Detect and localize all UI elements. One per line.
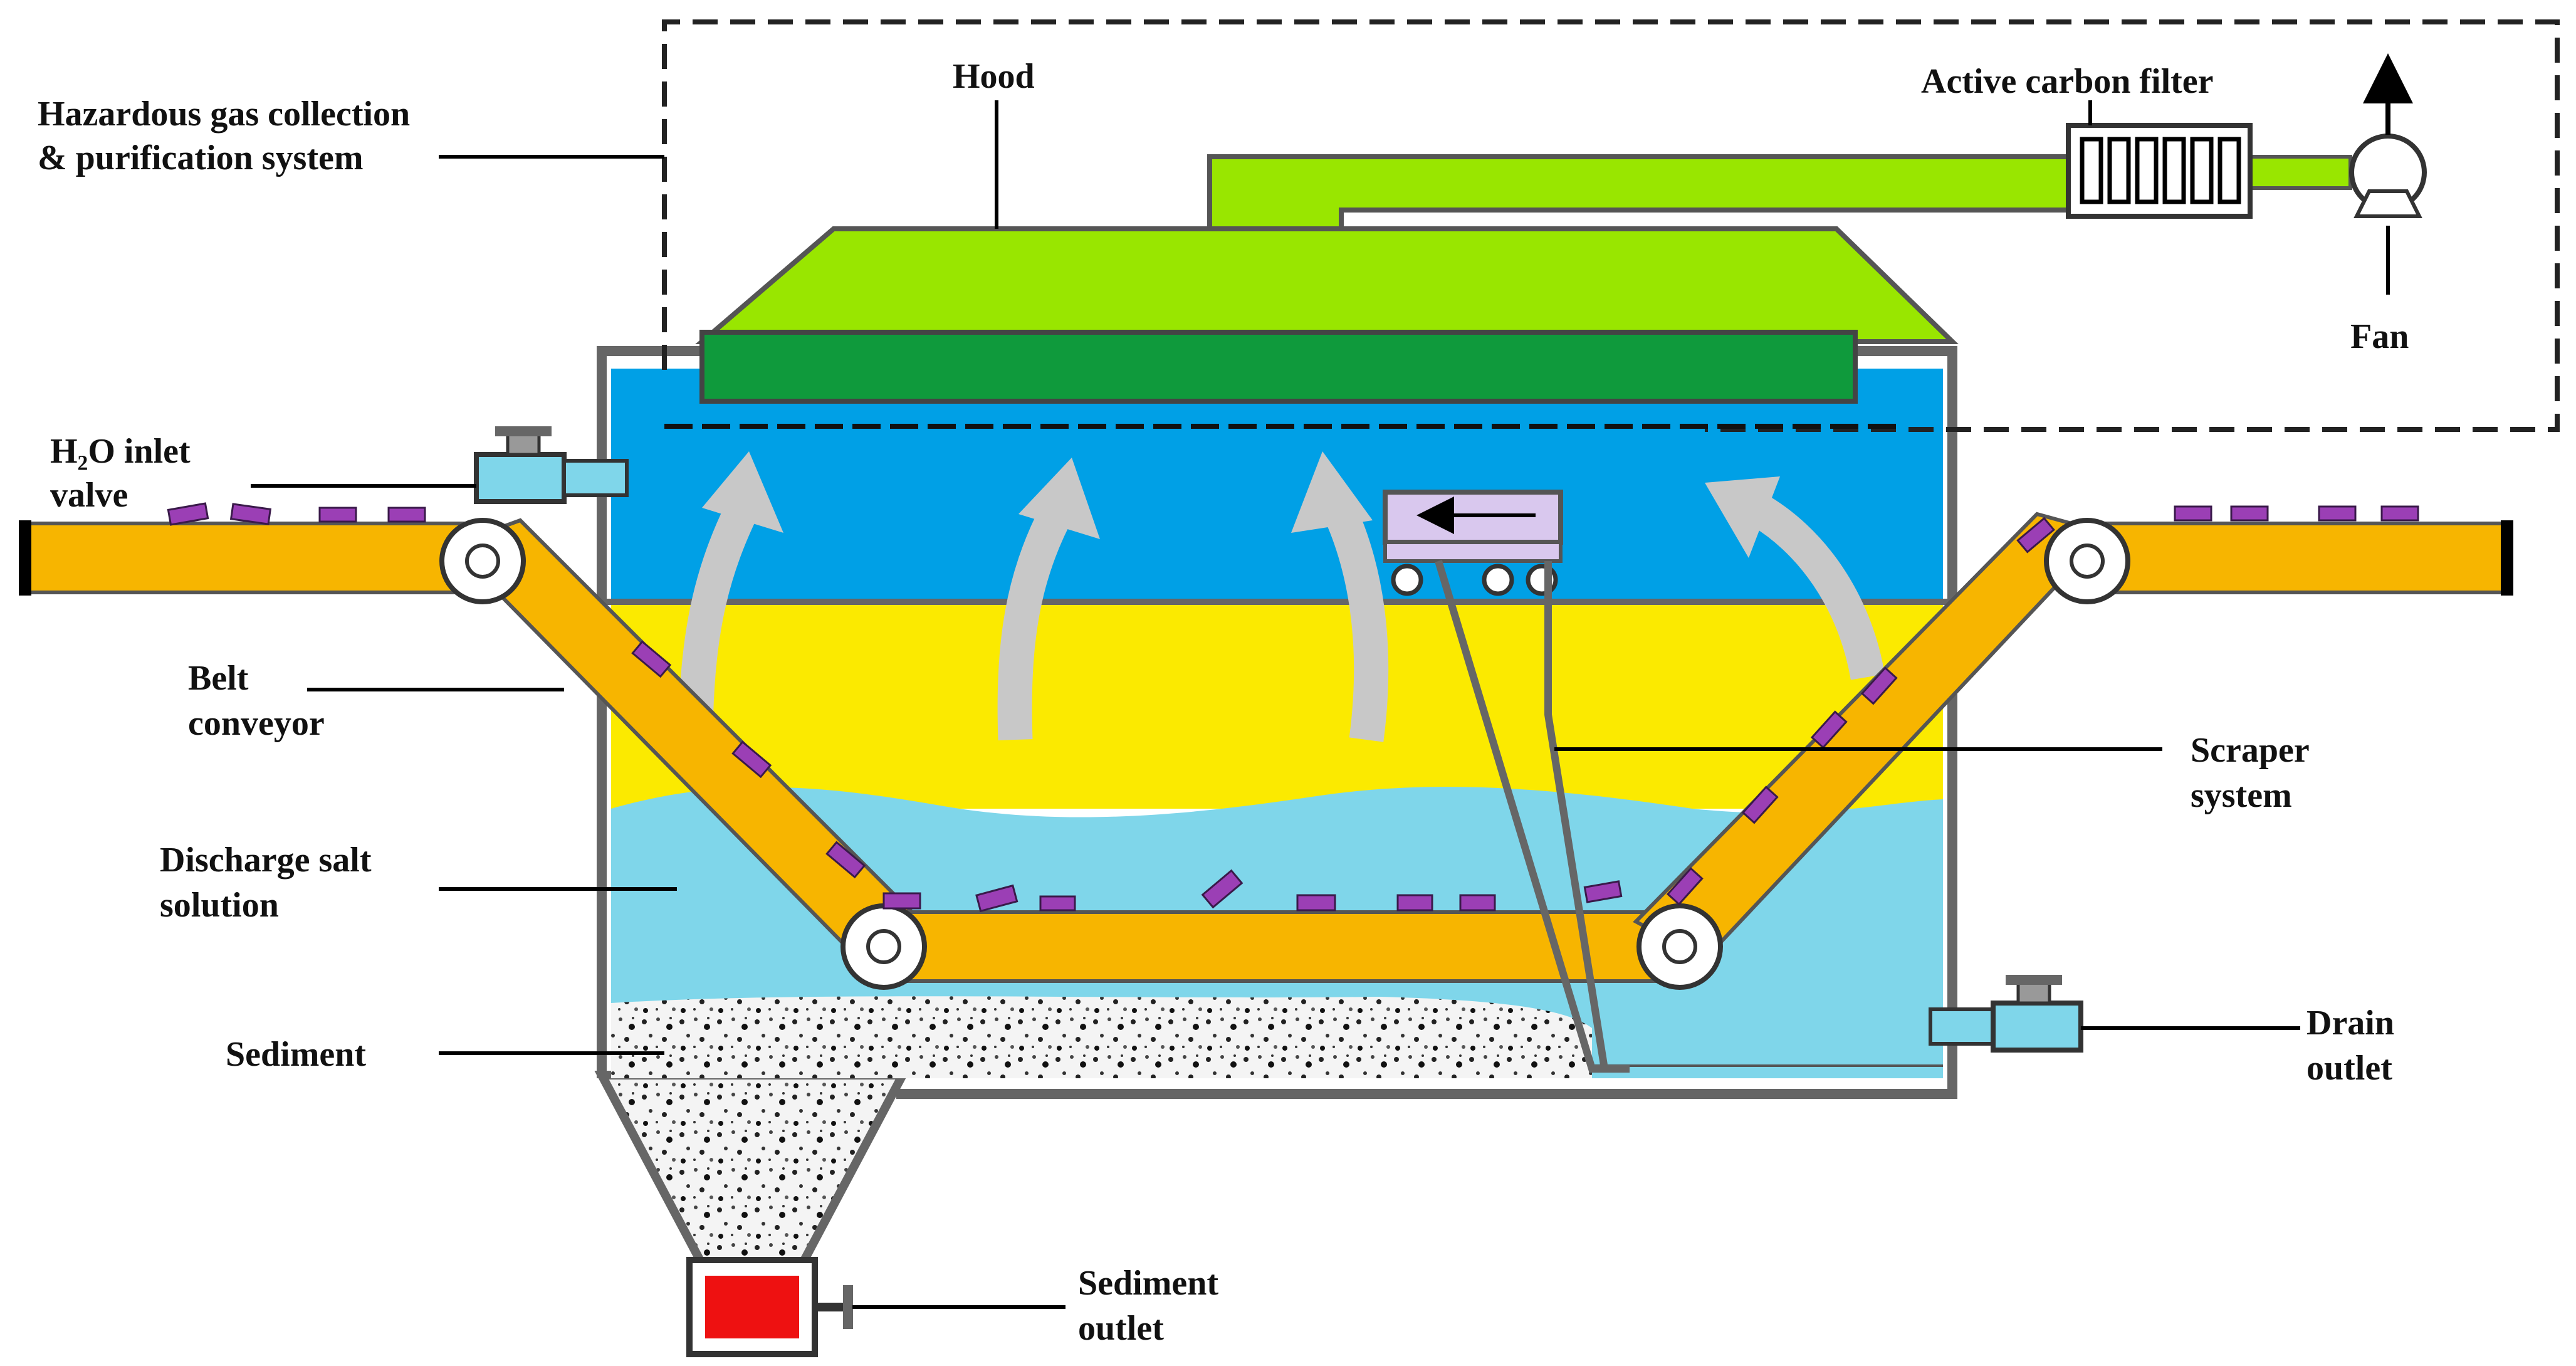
hood <box>695 154 2352 404</box>
conveyor-rollers <box>439 518 2130 990</box>
label-sediment-outlet-line1: Sediment <box>1078 1264 1218 1303</box>
label-belt-conveyor-line2: conveyor <box>188 704 325 743</box>
battery-pieces <box>167 502 2419 913</box>
scraper-system <box>1383 490 1630 1073</box>
label-discharge-salt-line2: solution <box>160 886 279 925</box>
label-belt-conveyor-line1: Belt <box>188 659 249 698</box>
label-scraper-system-line1: Scraper <box>2191 731 2310 770</box>
label-active-carbon-filter: Active carbon filter <box>1921 62 2213 101</box>
belt-conveyor <box>19 512 2513 983</box>
label-h2o-inlet-line2: valve <box>50 476 128 515</box>
label-sediment: Sediment <box>226 1035 366 1074</box>
label-drain-outlet-line2: outlet <box>2306 1049 2392 1088</box>
sediment-bed <box>611 996 1592 1078</box>
labels: Hazardous gas collection & purification … <box>38 57 2409 1348</box>
fan-icon <box>2349 53 2427 295</box>
label-hood: Hood <box>953 57 1035 96</box>
gas-zone <box>611 602 1943 809</box>
label-discharge-salt-line1: Discharge salt <box>160 841 372 880</box>
gas-flow-arrows <box>678 451 1885 742</box>
label-fan: Fan <box>2350 317 2409 356</box>
label-drain-outlet-line1: Drain <box>2306 1004 2394 1043</box>
label-sediment-outlet-line2: outlet <box>1078 1309 1164 1348</box>
h2o-inlet-valve-icon <box>474 426 629 504</box>
label-h2o-inlet-line1: H₂O inlet <box>50 432 191 471</box>
label-gas-system-line2: & purification system <box>38 139 364 177</box>
label-gas-system-line1: Hazardous gas collection <box>38 95 410 134</box>
active-carbon-filter <box>2066 123 2253 219</box>
sediment-hopper <box>594 1071 910 1280</box>
leader-lines <box>251 100 2300 1309</box>
drain-outlet-valve-icon <box>1929 975 2083 1053</box>
sediment-outlet-icon <box>686 1257 853 1357</box>
label-scraper-system-line2: system <box>2191 776 2292 815</box>
gas-system-boundary <box>662 19 2560 432</box>
